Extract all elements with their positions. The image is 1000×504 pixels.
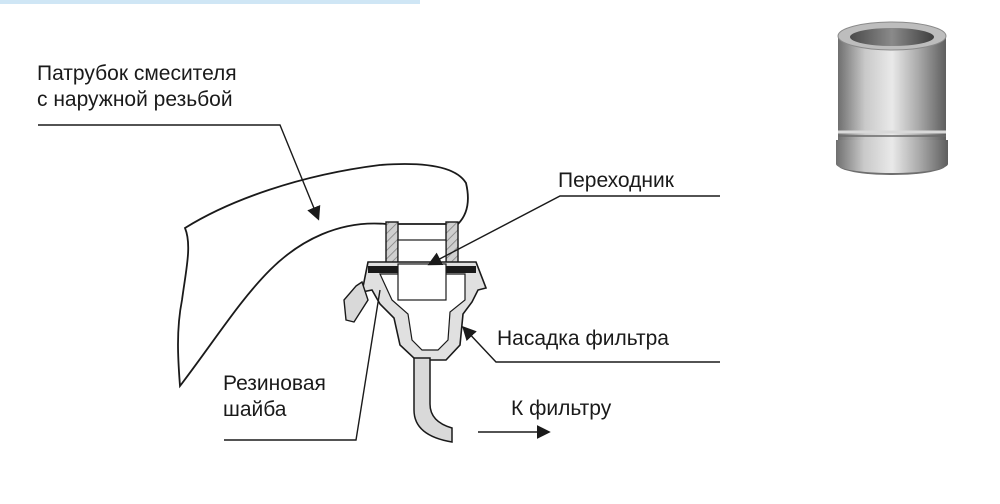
adapter-photo <box>836 21 948 175</box>
spout-label-line-1: Патрубок смесителя <box>37 62 237 85</box>
adapter-label: Переходник <box>558 169 674 192</box>
to-filter-label: К фильтру <box>511 397 612 420</box>
washer-label-line-1: Резиновая <box>223 372 326 395</box>
nozzle-leader <box>462 325 720 363</box>
washer-label: Резиновая шайба <box>223 371 326 423</box>
adapter-leader <box>427 195 720 266</box>
nozzle-label: Насадка фильтра <box>497 327 669 350</box>
nozzle-clip <box>343 280 369 323</box>
spout-leader <box>38 124 321 221</box>
spout-label: Патрубок смесителя с наружной резьбой <box>37 61 237 113</box>
washer-leader <box>224 289 381 441</box>
outlet-tube <box>413 357 453 443</box>
faucet-spout <box>177 163 469 389</box>
washer-label-line-2: шайба <box>223 398 287 421</box>
spout-label-line-2: с наружной резьбой <box>37 88 233 111</box>
top-accent-bar <box>0 0 420 4</box>
